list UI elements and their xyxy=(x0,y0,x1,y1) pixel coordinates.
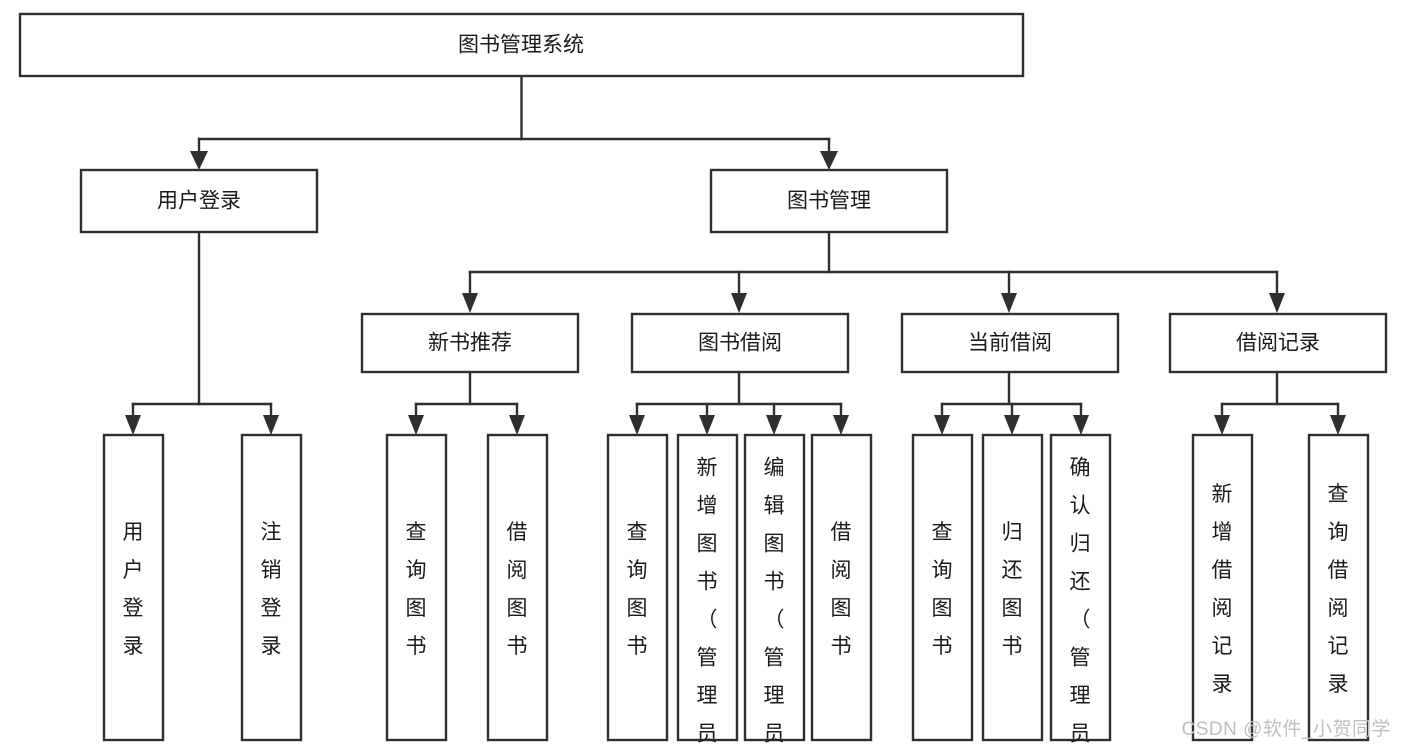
node-leaf-query-book-3-box[interactable] xyxy=(911,433,974,742)
arrow-head-leaf-borrow-book-2 xyxy=(833,415,849,435)
node-leaf-borrow-book-2[interactable]: 借阅图书 xyxy=(810,433,873,742)
node-book-manage[interactable]: 图书管理 xyxy=(709,168,949,234)
node-leaf-query-book-2[interactable]: 查询图书 xyxy=(606,433,669,742)
connector-group-new-book-recommend xyxy=(408,370,525,435)
node-book-borrow[interactable]: 图书借阅 xyxy=(630,312,850,374)
node-leaf-confirm-return-label: 确认归还（管理员） xyxy=(1070,456,1091,747)
node-current-borrow-label: 当前借阅 xyxy=(968,332,1052,355)
node-borrow-record-box[interactable] xyxy=(1168,312,1388,374)
arrow-head-leaf-add-record xyxy=(1214,415,1230,435)
arrow-head-leaf-query-book-1 xyxy=(408,415,424,435)
node-leaf-query-book-1-box[interactable] xyxy=(385,433,448,742)
node-leaf-user-login-label: 用户登录 xyxy=(123,521,144,658)
node-leaf-add-book-box[interactable] xyxy=(676,433,739,742)
node-leaf-query-book-2-box[interactable] xyxy=(606,433,669,742)
arrow-head-leaf-edit-book xyxy=(766,415,782,435)
node-leaf-add-record-box[interactable] xyxy=(1191,433,1254,742)
node-leaf-logout[interactable]: 注销登录 xyxy=(240,433,303,742)
node-book-borrow-label: 图书借阅 xyxy=(698,332,782,355)
node-leaf-user-login-box[interactable] xyxy=(102,433,165,742)
arrow-head-leaf-query-book-2 xyxy=(629,415,645,435)
arrow-head-new-book-recommend xyxy=(462,293,478,313)
node-leaf-query-book-3-label: 查询图书 xyxy=(932,521,953,658)
node-leaf-add-record-label: 新增借阅记录 xyxy=(1212,483,1233,696)
connector-group-current-borrow xyxy=(934,370,1089,435)
arrow-head-leaf-query-record xyxy=(1330,415,1346,435)
connector-group-borrow-record xyxy=(1214,370,1346,435)
node-user-login[interactable]: 用户登录 xyxy=(79,168,319,234)
node-book-manage-label: 图书管理 xyxy=(787,190,871,213)
connector-group-book-manage xyxy=(462,230,1285,313)
node-leaf-edit-book[interactable]: 编辑图书（管理员） xyxy=(743,433,806,747)
node-root[interactable]: 图书管理系统 xyxy=(18,12,1025,78)
node-user-login-label: 用户登录 xyxy=(157,190,241,213)
node-borrow-record[interactable]: 借阅记录 xyxy=(1168,312,1388,374)
node-leaf-borrow-book-2-box[interactable] xyxy=(810,433,873,742)
node-new-book-recommend[interactable]: 新书推荐 xyxy=(360,312,580,374)
node-leaf-add-record[interactable]: 新增借阅记录 xyxy=(1191,433,1254,742)
node-root-box[interactable] xyxy=(18,12,1025,78)
node-leaf-logout-box[interactable] xyxy=(240,433,303,742)
arrow-head-leaf-logout xyxy=(263,415,279,435)
connector-group-user-login xyxy=(125,230,279,435)
node-leaf-confirm-return[interactable]: 确认归还（管理员） xyxy=(1049,433,1112,747)
node-leaf-add-book[interactable]: 新增图书（管理员） xyxy=(676,433,739,747)
node-leaf-borrow-book-1[interactable]: 借阅图书 xyxy=(486,433,549,742)
node-leaf-query-record-box[interactable] xyxy=(1307,433,1370,742)
arrow-head-book-manage xyxy=(820,151,838,170)
node-book-borrow-box[interactable] xyxy=(630,312,850,374)
arrow-head-current-borrow xyxy=(1001,293,1017,313)
connector-group-root xyxy=(190,74,838,170)
node-leaf-query-record[interactable]: 查询借阅记录 xyxy=(1307,433,1370,742)
arrow-head-leaf-return-book xyxy=(1004,415,1020,435)
node-leaf-return-book-label: 归还图书 xyxy=(1002,521,1023,658)
arrow-head-book-borrow xyxy=(731,293,747,313)
arrow-head-leaf-query-book-3 xyxy=(934,415,950,435)
node-book-manage-box[interactable] xyxy=(709,168,949,234)
arrow-head-borrow-record xyxy=(1269,293,1285,313)
arrow-head-user-login xyxy=(190,151,208,170)
node-leaf-borrow-book-1-box[interactable] xyxy=(486,433,549,742)
node-leaf-query-record-label: 查询借阅记录 xyxy=(1328,483,1349,696)
arrow-head-leaf-borrow-book-1 xyxy=(509,415,525,435)
connector-group-book-borrow xyxy=(629,370,849,435)
arrow-head-leaf-confirm-return xyxy=(1073,415,1089,435)
node-leaf-confirm-return-box[interactable] xyxy=(1049,433,1112,742)
node-leaf-return-book[interactable]: 归还图书 xyxy=(981,433,1044,742)
node-leaf-return-book-box[interactable] xyxy=(981,433,1044,742)
arrow-head-leaf-add-book xyxy=(699,415,715,435)
node-current-borrow-box[interactable] xyxy=(900,312,1120,374)
node-current-borrow[interactable]: 当前借阅 xyxy=(900,312,1120,374)
node-leaf-edit-book-label: 编辑图书（管理员） xyxy=(764,456,785,747)
node-leaf-user-login[interactable]: 用户登录 xyxy=(102,433,165,742)
node-leaf-query-book-1-label: 查询图书 xyxy=(406,521,427,658)
node-leaf-borrow-book-1-label: 借阅图书 xyxy=(507,521,528,658)
node-leaf-logout-label: 注销登录 xyxy=(261,521,282,658)
node-leaf-query-book-1[interactable]: 查询图书 xyxy=(385,433,448,742)
node-borrow-record-label: 借阅记录 xyxy=(1236,332,1320,355)
node-leaf-query-book-3[interactable]: 查询图书 xyxy=(911,433,974,742)
node-leaf-edit-book-box[interactable] xyxy=(743,433,806,742)
node-new-book-recommend-box[interactable] xyxy=(360,312,580,374)
node-leaf-query-book-2-label: 查询图书 xyxy=(627,521,648,658)
node-leaf-add-book-label: 新增图书（管理员） xyxy=(697,456,718,747)
node-leaf-borrow-book-2-label: 借阅图书 xyxy=(831,521,852,658)
node-user-login-box[interactable] xyxy=(79,168,319,234)
csdn-watermark: CSDN @软件_小贺同学 xyxy=(1181,719,1391,740)
node-root-label: 图书管理系统 xyxy=(458,34,584,57)
arrow-head-leaf-user-login xyxy=(125,415,141,435)
node-new-book-recommend-label: 新书推荐 xyxy=(428,332,512,355)
